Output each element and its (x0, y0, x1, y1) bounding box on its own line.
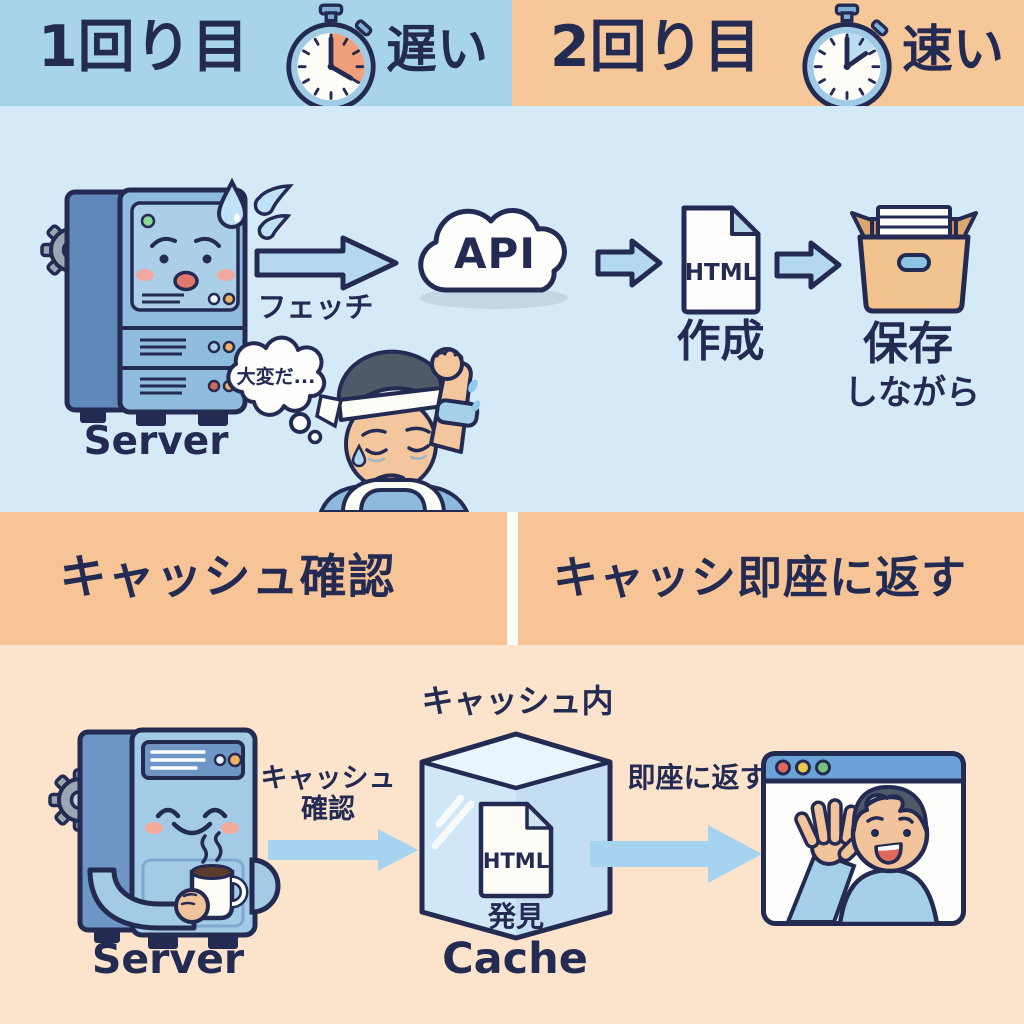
banner-divider (507, 512, 518, 645)
thought-text: 大変だ... (237, 365, 316, 388)
html-document-icon: HTML (681, 205, 761, 315)
fetch-label: フェッチ (257, 289, 374, 324)
server-arm (87, 867, 197, 931)
server-hand (174, 888, 210, 924)
cached-html-label: HTML (483, 849, 549, 873)
save-label: 保存 (862, 317, 953, 371)
create-arrow-icon (595, 238, 663, 288)
instant-return-banner (518, 512, 1024, 645)
slow-stopwatch-icon (286, 3, 376, 112)
html-label: HTML (685, 260, 758, 286)
browser-dot-green (815, 759, 831, 776)
first-request-title: 1回り目 (38, 14, 249, 80)
sad-server-face (136, 236, 235, 292)
cached-html-document-icon: HTML (478, 801, 554, 899)
happy-server-face (145, 807, 239, 836)
second-request-title: 2回り目 (550, 14, 761, 80)
slow-label: 遅い (386, 21, 489, 80)
first-request-header: 1回り目 遅い (0, 0, 512, 112)
fetch-arrow-icon (254, 235, 399, 291)
thought-bubble: 大変だ... (226, 335, 327, 445)
fist (430, 347, 464, 381)
fast-stopwatch-icon (802, 3, 892, 112)
archive-box-icon (850, 205, 978, 314)
fast-label: 速い (902, 21, 1005, 80)
instant-arrow-icon (590, 825, 762, 883)
check-label-line2: 確認 (301, 793, 355, 825)
api-cloud-icon: API (418, 208, 568, 309)
sad-server-icon (40, 177, 248, 426)
status-led (140, 213, 156, 229)
cache-check-banner-text: キャッシュ確認 (59, 549, 396, 605)
api-label: API (454, 229, 536, 278)
check-label-line1: キャッシュ (260, 762, 396, 794)
cache-inside-label: キャッシュ内 (421, 682, 614, 721)
cache-cube-icon: HTML 発見 (419, 731, 613, 941)
instant-label: 即座に返す (627, 761, 768, 795)
create-label: 作成 (676, 315, 765, 367)
browser-dot-red (775, 759, 791, 776)
tired-developer-illustration (315, 347, 481, 514)
found-label: 発見 (487, 900, 544, 933)
server-label-second: Server (91, 935, 245, 984)
save-note: しながら (844, 373, 980, 414)
flying-sweat-icon (253, 184, 294, 240)
check-arrow-icon (268, 829, 418, 871)
save-arrow-icon (774, 240, 842, 290)
cache-label: Cache (442, 934, 588, 985)
waving-user-illustration (785, 785, 940, 922)
cache-check-banner (0, 512, 507, 645)
browser-dot-yellow (795, 759, 811, 776)
instant-return-banner-text: キャッシ即座に返す (552, 550, 967, 604)
second-request-header: 2回り目 速い (512, 0, 1024, 112)
happy-server-icon (48, 727, 281, 949)
steam (200, 831, 223, 864)
server-label: Server (83, 418, 229, 464)
browser-window-icon (761, 751, 966, 926)
